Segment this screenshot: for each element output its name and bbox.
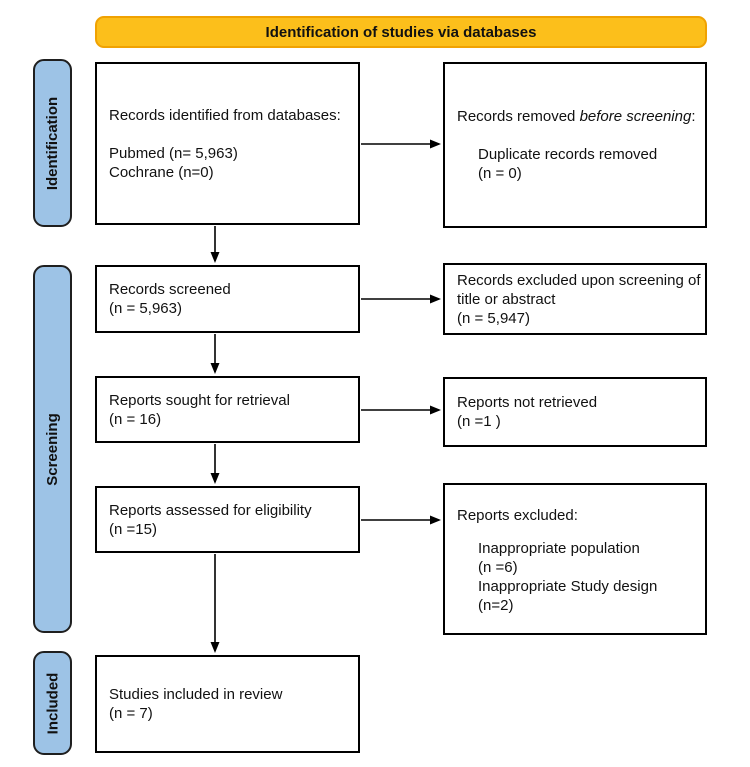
box-reports-not-retrieved: Reports not retrieved (n =1 ) — [443, 377, 707, 447]
records-excluded-line2: title or abstract — [457, 290, 556, 308]
reports-excluded-reason-design: Inappropriate Study design — [478, 578, 658, 595]
stage-bar-screening: Screening — [33, 265, 72, 633]
box-records-screened: Records screened (n = 5,963) — [95, 265, 360, 333]
records-identified-heading: Records identified from databases: — [109, 106, 341, 124]
reports-excluded-reason-design-count: (n=2) — [478, 597, 514, 614]
stage-label-screening: Screening — [44, 412, 61, 486]
banner-identification-via-databases: Identification of studies via databases — [95, 16, 707, 48]
box-reports-excluded: Reports excluded: Inappropriate populati… — [443, 483, 707, 635]
reports-sought-label: Reports sought for retrieval — [109, 391, 290, 409]
banner-label: Identification of studies via databases — [265, 23, 537, 41]
box-reports-sought: Reports sought for retrieval (n = 16) — [95, 376, 360, 443]
stage-label-included: Included — [44, 672, 62, 734]
records-excluded-count: (n = 5,947) — [457, 309, 530, 327]
records-removed-detail: Duplicate records removed — [478, 146, 658, 163]
reports-assessed-label: Reports assessed for eligibility — [109, 501, 312, 519]
box-reports-assessed: Reports assessed for eligibility (n =15) — [95, 486, 360, 553]
box-studies-included: Studies included in review (n = 7) — [95, 655, 360, 753]
studies-included-count: (n = 7) — [109, 705, 153, 722]
box-records-identified: Records identified from databases: Pubme… — [95, 62, 360, 225]
records-identified-source-pubmed: Pubmed (n= 5,963) — [109, 144, 238, 162]
records-removed-heading-prefix: Records removed — [457, 108, 580, 125]
records-screened-count: (n = 5,963) — [109, 300, 182, 317]
stage-bar-identification: Identification — [33, 59, 72, 227]
stage-bar-included: Included — [33, 651, 72, 755]
box-records-removed: Records removed before screening: Duplic… — [443, 62, 707, 228]
records-removed-count: (n = 0) — [478, 165, 522, 182]
records-removed-heading-emphasis: before screening — [579, 108, 692, 125]
records-excluded-line1: Records excluded upon screening of — [457, 271, 701, 289]
records-screened-label: Records screened — [109, 281, 231, 298]
reports-not-retrieved-label: Reports not retrieved — [457, 394, 598, 411]
reports-excluded-heading: Reports excluded: — [457, 507, 578, 524]
records-identified-source-cochrane: Cochrane (n=0) — [109, 163, 214, 181]
reports-sought-count: (n = 16) — [109, 410, 162, 428]
box-records-excluded: Records excluded upon screening of title… — [443, 263, 707, 335]
stage-label-identification: Identification — [44, 96, 61, 190]
records-removed-heading: Records removed before screening: — [457, 107, 701, 126]
studies-included-label: Studies included in review — [109, 686, 283, 703]
reports-not-retrieved-count: (n =1 ) — [457, 413, 501, 430]
reports-excluded-reason-population-count: (n =6) — [478, 559, 518, 576]
records-removed-heading-suffix: : — [691, 108, 696, 125]
reports-excluded-reason-population: Inappropriate population — [478, 540, 640, 557]
reports-assessed-count: (n =15) — [109, 520, 157, 538]
